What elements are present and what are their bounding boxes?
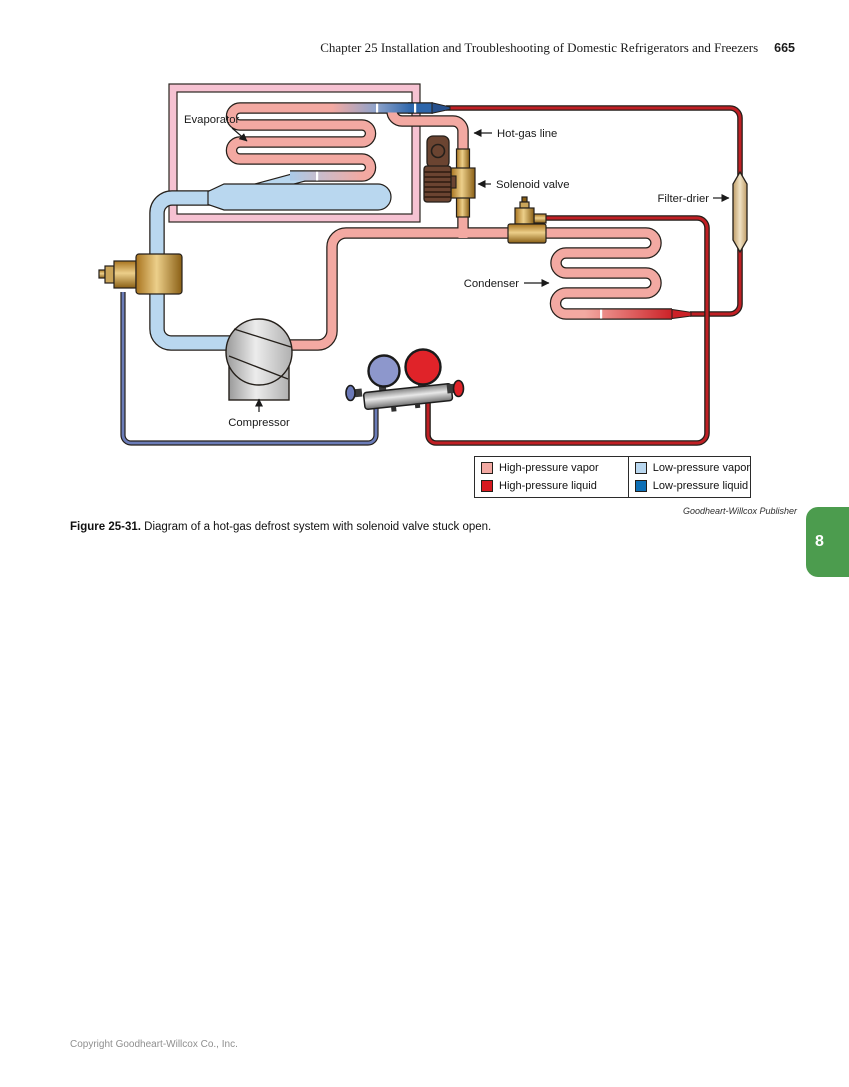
low-side-hose	[120, 292, 379, 446]
chapter-title: Chapter 25 Installation and Troubleshoot…	[320, 40, 759, 55]
low-side-gauge	[367, 354, 401, 388]
legend-label: Low-pressure liquid	[652, 479, 749, 492]
legend-label: High-pressure vapor	[499, 462, 599, 475]
chapter-tab-number: 8	[815, 533, 824, 550]
pipe-joint-ticks	[316, 103, 603, 319]
publisher-credit: Goodheart-Willcox Publisher	[683, 506, 797, 516]
legend-item: Low-pressure liquid	[629, 479, 750, 492]
legend-swatch-low-pressure-liquid	[634, 479, 647, 492]
legend-swatch-high-pressure-vapor	[481, 462, 493, 475]
label-evaporator: Evaporator	[184, 114, 239, 126]
compressor	[225, 318, 293, 401]
figure-caption: Figure 25-31. Diagram of a hot-gas defro…	[70, 521, 780, 533]
copyright-notice: Copyright Goodheart-Willcox Co., Inc.	[70, 1039, 238, 1050]
legend-column-low-pressure: Low-pressure vapor Low-pressure liquid	[627, 457, 750, 497]
high-side-hose	[425, 215, 710, 446]
pipes	[150, 103, 672, 350]
hot-gas-pipe	[387, 110, 468, 238]
discharge-line	[283, 228, 510, 350]
legend-label: High-pressure liquid	[499, 479, 597, 492]
label-condenser: Condenser	[464, 278, 520, 290]
discharge-service-valve	[507, 196, 547, 244]
label-compressor: Compressor	[228, 417, 290, 429]
figure-number: Figure 25-31.	[70, 521, 141, 533]
diagram-legend: High-pressure vapor High-pressure liquid…	[474, 456, 751, 498]
chapter-side-tab: 8	[806, 507, 849, 577]
figure-caption-text: Diagram of a hot-gas defrost system with…	[144, 521, 492, 533]
legend-swatch-low-pressure-vapor	[634, 462, 647, 475]
legend-column-high-pressure: High-pressure vapor High-pressure liquid	[475, 457, 628, 497]
legend-item: Low-pressure vapor	[629, 462, 750, 475]
legend-swatch-high-pressure-liquid	[481, 479, 493, 492]
legend-item: High-pressure vapor	[475, 462, 628, 475]
label-filter-drier: Filter-drier	[658, 193, 710, 205]
page-number: 665	[774, 41, 795, 55]
legend-label: Low-pressure vapor	[652, 462, 750, 475]
high-side-gauge	[404, 348, 442, 386]
label-solenoid-valve: Solenoid valve	[496, 179, 569, 191]
label-hot-gas-line: Hot-gas line	[497, 128, 557, 140]
diagram-labels: Evaporator Hot-gas line Solenoid valve F…	[184, 114, 730, 429]
solenoid-valve	[423, 135, 476, 218]
condenser-coil	[544, 228, 672, 319]
gauge-manifold	[345, 348, 465, 412]
suction-service-valve	[98, 253, 183, 295]
filter-drier	[732, 170, 748, 254]
legend-item: High-pressure liquid	[475, 479, 628, 492]
page-header: Chapter 25 Installation and Troubleshoot…	[320, 40, 795, 56]
evaporator-coil	[227, 103, 413, 181]
accumulator	[207, 183, 392, 211]
